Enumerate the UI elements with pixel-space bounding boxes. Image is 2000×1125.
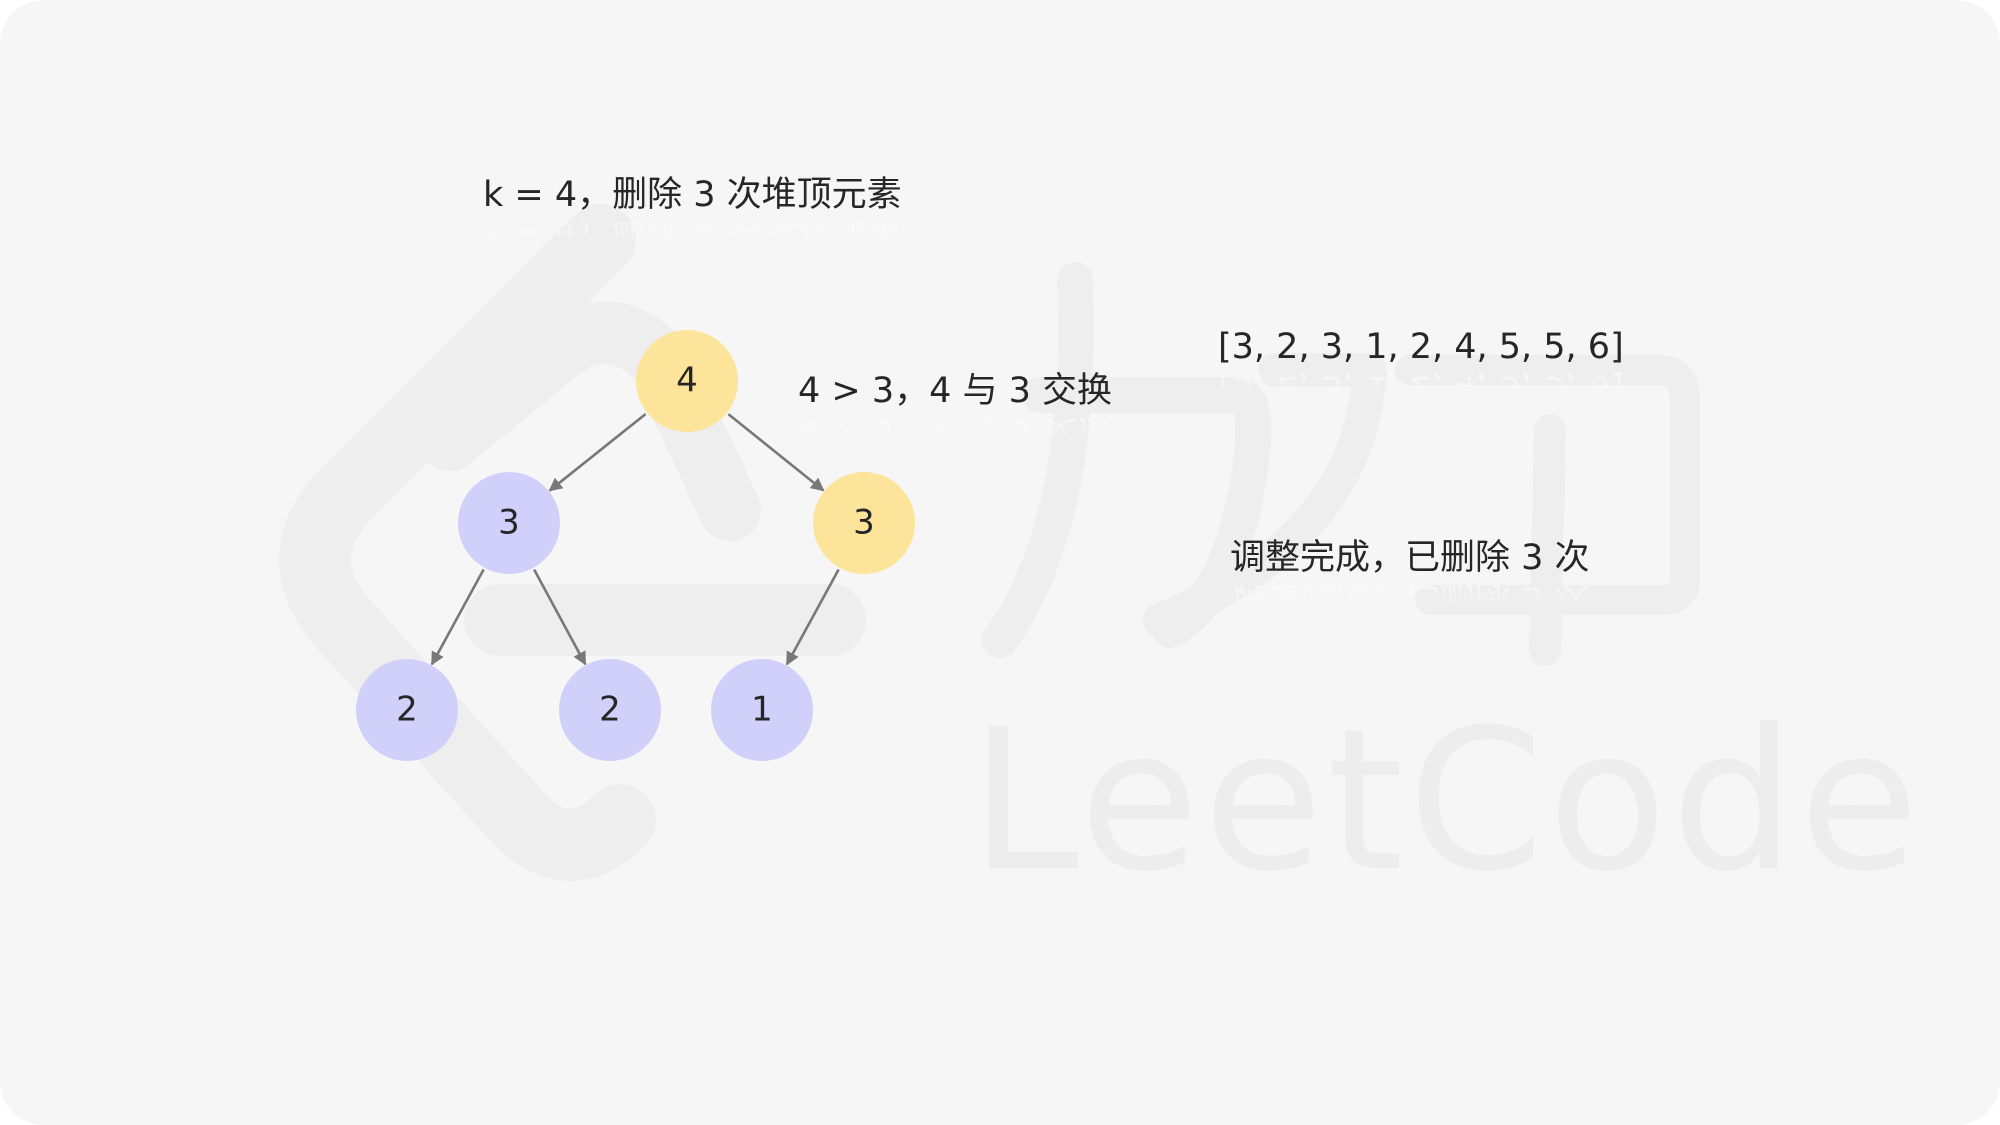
tree-node-circle <box>458 472 560 574</box>
watermark-char-stroke <box>1395 355 1700 615</box>
tree-node-label: 2 <box>396 690 418 730</box>
tree-node-right-left: 1 <box>711 659 813 761</box>
status-annotation-text: 调整完成，已删除 3 次 <box>1230 538 1590 578</box>
array-display-reflection: [3, 2, 3, 1, 2, 4, 5, 5, 6] <box>1218 368 1624 408</box>
tree-node-circle <box>711 659 813 761</box>
page-title: k = 4，删除 3 次堆顶元素 k = 4，删除 3 次堆顶元素 <box>483 175 902 257</box>
swap-annotation-reflection: 4 > 3，4 与 3 交换 <box>798 412 1113 452</box>
tree-node-label: 1 <box>751 690 773 730</box>
tree-node-root: 4 <box>636 330 738 432</box>
title-reflection: k = 4，删除 3 次堆顶元素 <box>483 216 902 256</box>
tree-node-circle <box>559 659 661 761</box>
tree-node-left: 3 <box>458 472 560 574</box>
status-annotation-reflection: 调整完成，已删除 3 次 <box>1230 579 1590 619</box>
array-display-text: [3, 2, 3, 1, 2, 4, 5, 5, 6] <box>1218 327 1624 367</box>
edge-root-to-left <box>548 413 647 492</box>
tree-node-right: 3 <box>813 472 915 574</box>
title-text: k = 4，删除 3 次堆顶元素 <box>483 175 902 215</box>
watermark-char-stroke <box>1143 353 1387 637</box>
tree-node-circle <box>356 659 458 761</box>
tree-node-left-left: 2 <box>356 659 458 761</box>
tree-node-label: 3 <box>853 503 875 543</box>
array-display: [3, 2, 3, 1, 2, 4, 5, 5, 6] [3, 2, 3, 1,… <box>1218 327 1624 409</box>
watermark-logo-bracket <box>279 204 656 881</box>
edge-right-to-right-left <box>785 568 840 666</box>
watermark-char-stroke <box>1529 414 1566 666</box>
tree-node-left-right: 2 <box>559 659 661 761</box>
tree-node-label: 3 <box>498 503 520 543</box>
swap-annotation: 4 > 3，4 与 3 交换 4 > 3，4 与 3 交换 <box>798 371 1113 453</box>
edge-left-to-left-right <box>533 569 587 666</box>
status-annotation: 调整完成，已删除 3 次 调整完成，已删除 3 次 <box>1230 538 1590 620</box>
tree-node-circle <box>636 330 738 432</box>
swap-annotation-text: 4 > 3，4 与 3 交换 <box>798 371 1113 411</box>
edge-root-to-right <box>727 413 825 492</box>
watermark-char-stroke <box>982 262 1095 658</box>
tree-node-label: 2 <box>599 690 621 730</box>
edge-left-to-left-left <box>430 568 485 666</box>
tree-node-label: 4 <box>676 361 698 401</box>
tree-node-circle <box>813 472 915 574</box>
watermark-text: LeetCode <box>970 687 1923 914</box>
